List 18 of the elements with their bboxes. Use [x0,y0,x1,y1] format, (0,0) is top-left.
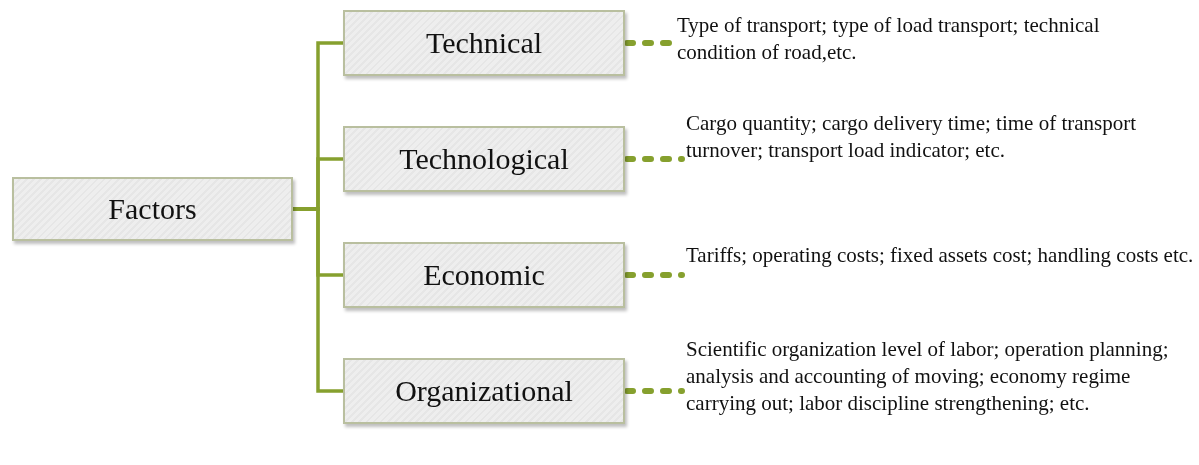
tree-connector [293,207,343,393]
description-text: Type of transport; type of load transport; technical condition of road,etc. [677,12,1157,66]
factor-box [343,358,625,424]
dashed-connector [624,388,685,394]
dashed-connector [624,272,685,278]
factor-box [12,177,293,241]
box-label: Factors [108,192,197,226]
box-label: Organizational [395,374,573,408]
dashed-connector [624,156,685,162]
description-text: Scientific organization level of labor; operation planning; analysis and accounting of moving; economy regime carrying out; labor discipline strengthening; etc. [686,336,1196,417]
factor-box [343,242,625,308]
description-text: Cargo quantity; cargo delivery time; time of transport turnover; transport load indicator; etc. [686,110,1156,164]
box-label: Technological [399,142,569,176]
box-label: Economic [423,258,545,292]
box-label: Technical [425,26,543,60]
description-text: Tariffs; operating costs; fixed assets cost; handling costs etc. [686,242,1196,269]
factor-box [343,126,625,192]
factor-box [343,10,625,76]
